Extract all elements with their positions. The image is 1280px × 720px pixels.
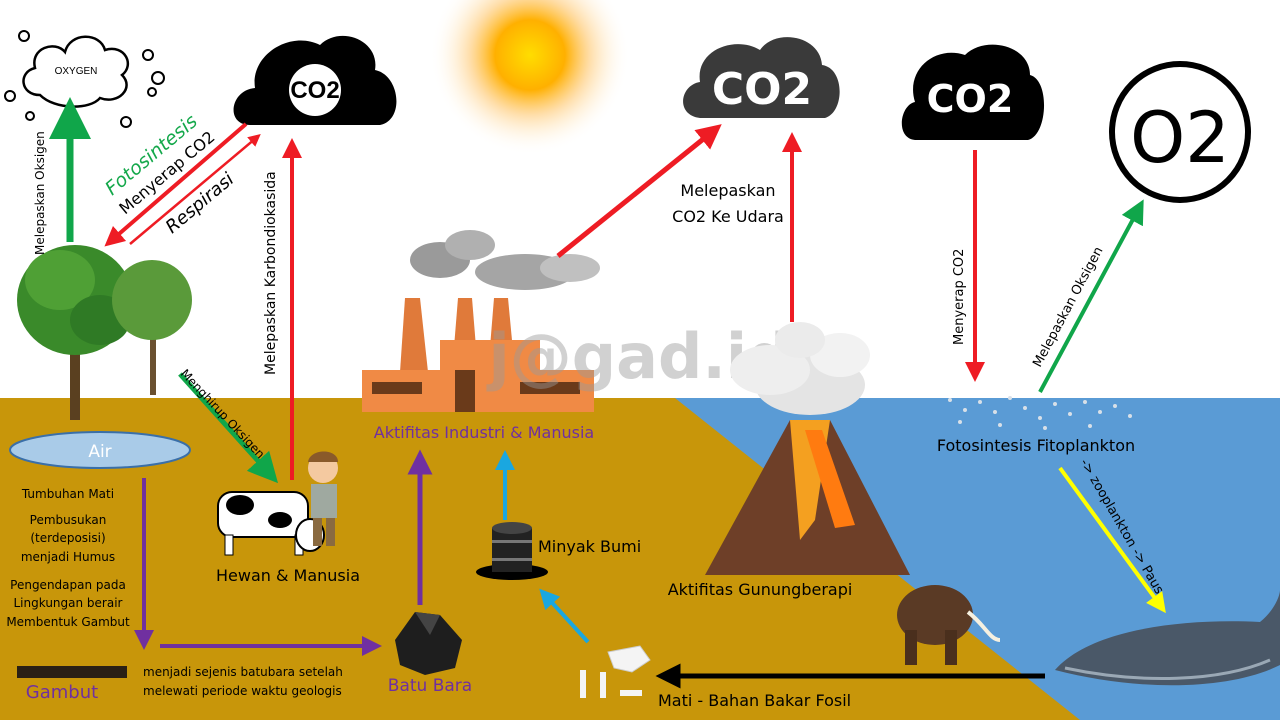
co2-cloud-center-label: CO2	[712, 64, 812, 115]
melepaskan-karbon-label: Melepaskan Karbondiokasida	[263, 171, 279, 375]
air-label: Air	[88, 442, 111, 462]
melepaskan-oksigen-left-label: Melepaskan Oksigen	[33, 131, 47, 255]
pengendapan-label-3: Membentuk Gambut	[6, 615, 130, 629]
phytoplankton-icon	[948, 396, 1132, 430]
food-chain-arrow	[1058, 466, 1166, 614]
melepaskan-oksigen-right-label: Melepaskan Oksigen	[1030, 244, 1106, 369]
hewan-manusia-label: Hewan & Manusia	[216, 566, 360, 585]
absorb-co2-arrow	[104, 122, 248, 247]
minyak-bumi-label: Minyak Bumi	[538, 537, 641, 556]
release-oxygen-arrow-right	[1038, 199, 1144, 393]
tree-icon	[17, 245, 192, 420]
batubara-desc-2: melewati periode waktu geologis	[143, 684, 342, 698]
co2-cloud-left-icon	[233, 35, 397, 125]
whale-icon	[1055, 590, 1280, 686]
oxygen-cloud-label: OXYGEN	[55, 66, 98, 77]
batu-bara-label: Batu Bara	[388, 676, 472, 696]
mati-bahan-bakar-label: Mati - Bahan Bakar Fosil	[658, 691, 851, 710]
menyerap-co2-right-label: Menyerap CO2	[952, 249, 967, 345]
co2-cloud-right-icon	[901, 44, 1045, 140]
fossil-bones-icon	[580, 645, 651, 698]
batubara-desc-1: menjadi sejenis batubara setelah	[143, 665, 343, 679]
industry-emission-arrow	[556, 124, 722, 258]
sun-icon	[430, 0, 630, 155]
cow-icon	[217, 491, 325, 556]
pembusukan-label-3: menjadi Humus	[21, 550, 115, 564]
co2-cloud-center-icon	[683, 37, 840, 118]
peat-icon	[17, 666, 127, 678]
o2-label: O2	[1130, 97, 1230, 179]
co2-cloud-left-label: CO2	[290, 77, 339, 104]
pengendapan-label-2: Lingkungan berair	[14, 596, 123, 610]
mammoth-icon	[897, 585, 1001, 665]
volcano-icon	[705, 322, 910, 575]
pembusukan-label-1: Pembusukan	[30, 513, 107, 527]
melepaskan-co2-label-2: CO2 Ke Udara	[672, 207, 784, 226]
melepaskan-co2-label-1: Melepaskan	[680, 181, 775, 200]
pengendapan-label-1: Pengendapan pada	[10, 578, 126, 592]
tumbuhan-mati-label: Tumbuhan Mati	[21, 487, 114, 501]
inhale-oxygen-arrow	[178, 372, 279, 484]
pembusukan-label-2: (terdeposisi)	[30, 531, 105, 545]
respiration-arrow	[129, 133, 261, 245]
aktifitas-gunung-label: Aktifitas Gunungberapi	[668, 580, 853, 599]
factory-icon	[362, 230, 600, 412]
gambut-label: Gambut	[26, 682, 98, 703]
co2-cloud-right-label: CO2	[927, 77, 1014, 121]
o2-circle-icon	[1109, 61, 1251, 203]
human-icon	[308, 451, 338, 546]
coal-icon	[395, 612, 462, 675]
aktifitas-industri-label: Aktifitas Industri & Manusia	[374, 423, 594, 442]
oil-barrel-icon	[476, 522, 548, 580]
fossil-to-oil-arrow	[539, 588, 590, 644]
fotosintesis-fitoplankton-label: Fotosintesis Fitoplankton	[937, 436, 1135, 455]
oxygen-cloud-icon	[4, 30, 165, 128]
water-ellipse	[9, 431, 191, 469]
